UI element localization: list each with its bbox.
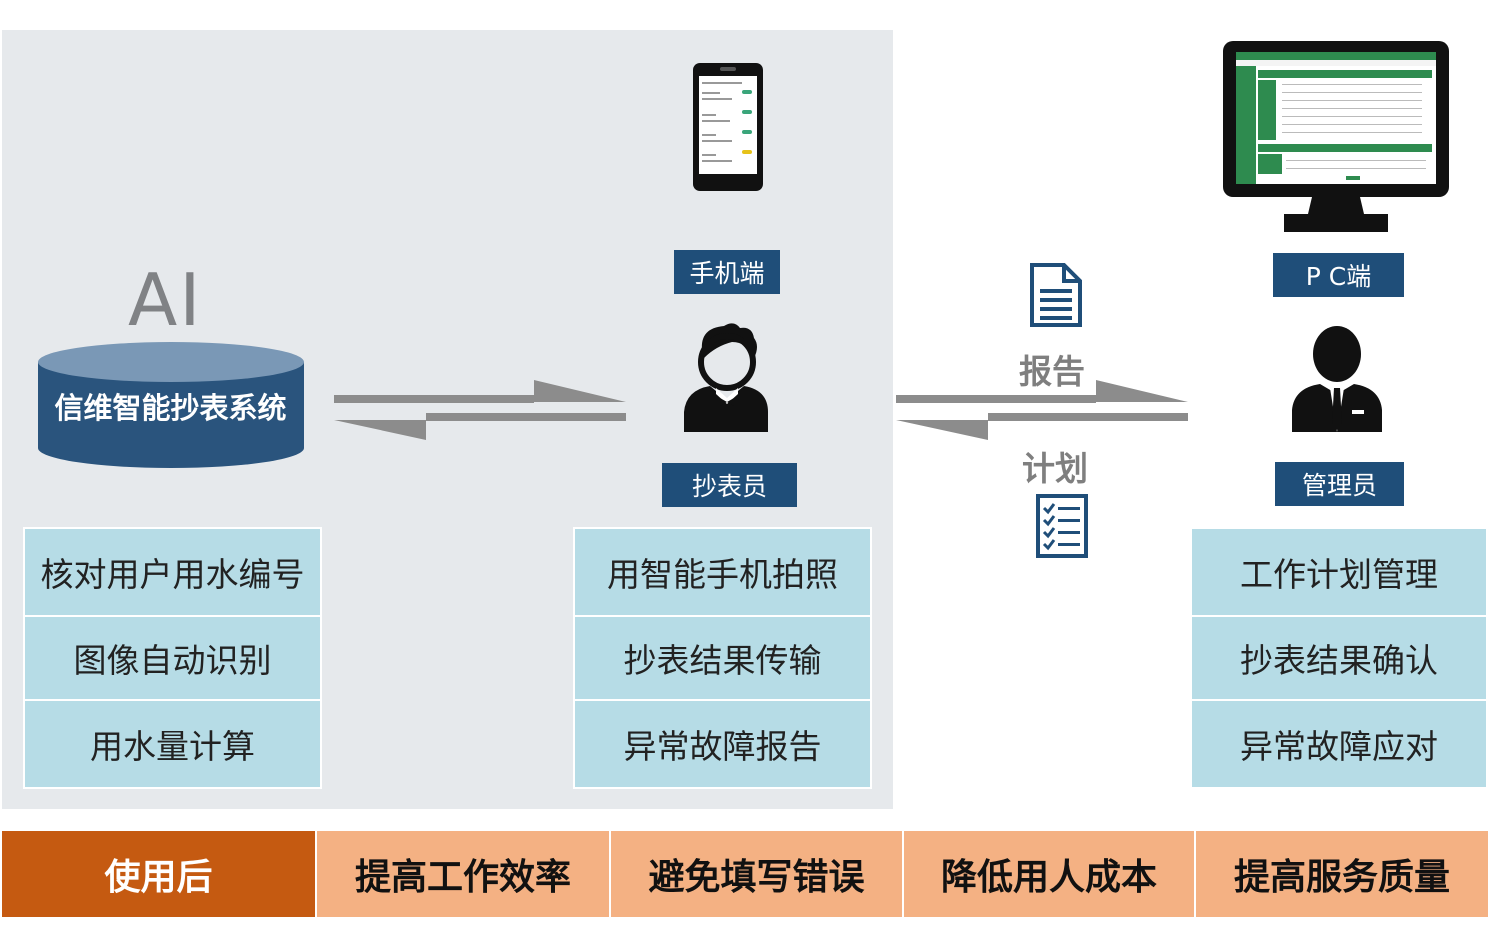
admin-functions-list: 工作计划管理 抄表结果确认 异常故障应对 [1190, 527, 1488, 789]
list-item: 用智能手机拍照 [573, 527, 872, 617]
admin-tag: 管理员 [1275, 462, 1404, 506]
benefit-item: 提高工作效率 [317, 831, 611, 917]
benefits-title: 使用后 [2, 831, 317, 917]
double-arrow-icon [334, 380, 626, 440]
meter-reader-tag: 抄表员 [662, 463, 797, 507]
admin-person-icon [1292, 326, 1382, 432]
list-item: 异常故障应对 [1190, 699, 1488, 789]
pc-device-tag: P C端 [1273, 253, 1404, 297]
list-item: 抄表结果确认 [1190, 615, 1488, 701]
list-item: 抄表结果传输 [573, 615, 872, 701]
benefits-bar: 使用后 提高工作效率 避免填写错误 降低用人成本 提高服务质量 [2, 831, 1488, 917]
database-cylinder-icon [38, 342, 304, 468]
reader-functions-list: 用智能手机拍照 抄表结果传输 异常故障报告 [573, 527, 872, 789]
list-item: 用水量计算 [23, 699, 322, 789]
list-item: 工作计划管理 [1190, 527, 1488, 617]
monitor-icon [1223, 41, 1449, 232]
list-item: 核对用户用水编号 [23, 527, 322, 617]
system-name: 信维智能抄表系统 [54, 391, 287, 425]
benefit-item: 避免填写错误 [611, 831, 904, 917]
ai-label: AI [128, 258, 203, 342]
smartphone-icon [693, 63, 763, 191]
list-item: 异常故障报告 [573, 699, 872, 789]
report-label: 报告 [1019, 352, 1085, 391]
checklist-icon [1036, 494, 1088, 558]
document-icon [1030, 263, 1082, 327]
plan-label: 计划 [1022, 449, 1088, 488]
double-arrow-icon [896, 380, 1188, 440]
list-item: 图像自动识别 [23, 615, 322, 701]
meter-reader-person-icon [684, 323, 768, 432]
benefit-item: 降低用人成本 [904, 831, 1196, 917]
mobile-device-tag: 手机端 [674, 250, 780, 294]
benefit-item: 提高服务质量 [1196, 831, 1488, 917]
system-functions-list: 核对用户用水编号 图像自动识别 用水量计算 [23, 527, 322, 789]
